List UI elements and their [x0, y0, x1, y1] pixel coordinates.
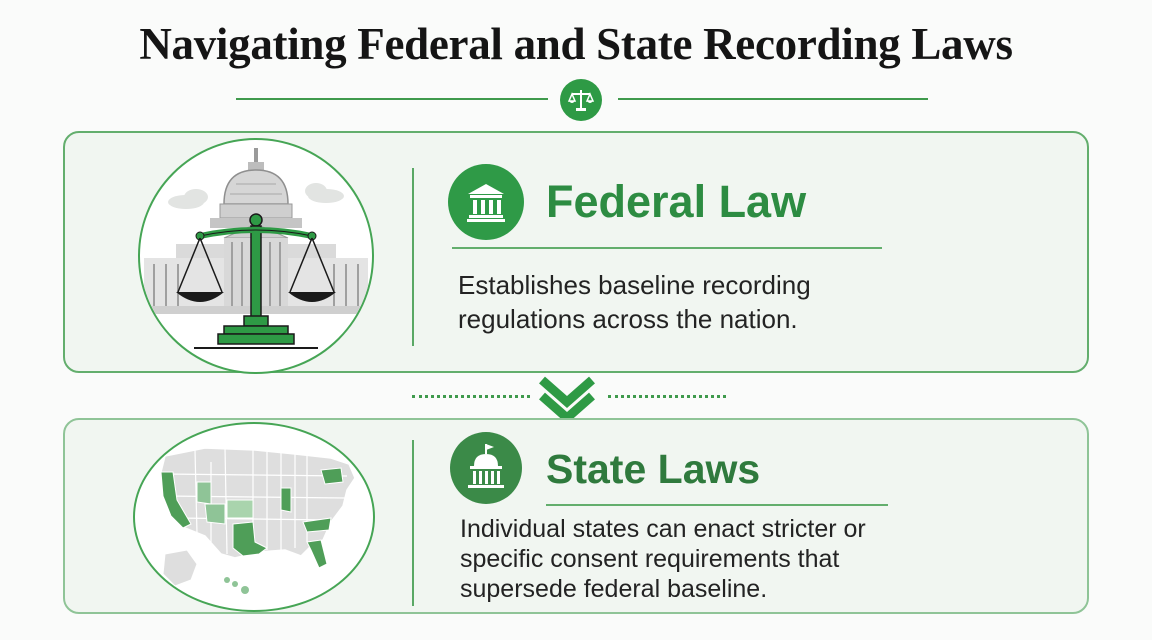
federal-description-line-1: Establishes baseline recording [458, 270, 811, 300]
federal-card-separator [412, 168, 414, 346]
capitol-scales-illustration [138, 138, 374, 374]
scales-badge [560, 79, 602, 121]
title-divider-left [236, 98, 548, 100]
state-description-line-3: supersede federal baseline. [460, 575, 768, 603]
connector-dots-left [412, 395, 530, 398]
federal-law-heading: Federal Law [546, 176, 807, 227]
state-laws-heading: State Laws [546, 446, 761, 492]
state-description-line-2: specific consent requirements that [460, 545, 840, 573]
federal-heading-underline [452, 247, 882, 249]
state-laws-description: Individual states can enact stricter or … [460, 514, 1060, 604]
government-building-icon [467, 184, 505, 222]
state-capitol-icon [468, 444, 504, 488]
state-card-separator [412, 440, 414, 606]
state-heading-underline [546, 504, 888, 506]
scales-icon [567, 90, 595, 111]
capitol-scales-image [144, 148, 368, 349]
federal-icon-badge [448, 164, 524, 240]
connector-dots-right [608, 395, 726, 398]
us-map-illustration [133, 422, 375, 612]
chevron-down-icon [539, 376, 595, 422]
federal-description-line-2: regulations across the nation. [458, 304, 798, 334]
page-title: Navigating Federal and State Recording L… [139, 19, 1013, 69]
us-map-image [160, 447, 356, 594]
state-icon-badge [450, 432, 522, 504]
title-divider-right [618, 98, 928, 100]
state-description-line-1: Individual states can enact stricter or [460, 515, 866, 543]
federal-law-description: Establishes baseline recording regulatio… [458, 268, 1058, 336]
